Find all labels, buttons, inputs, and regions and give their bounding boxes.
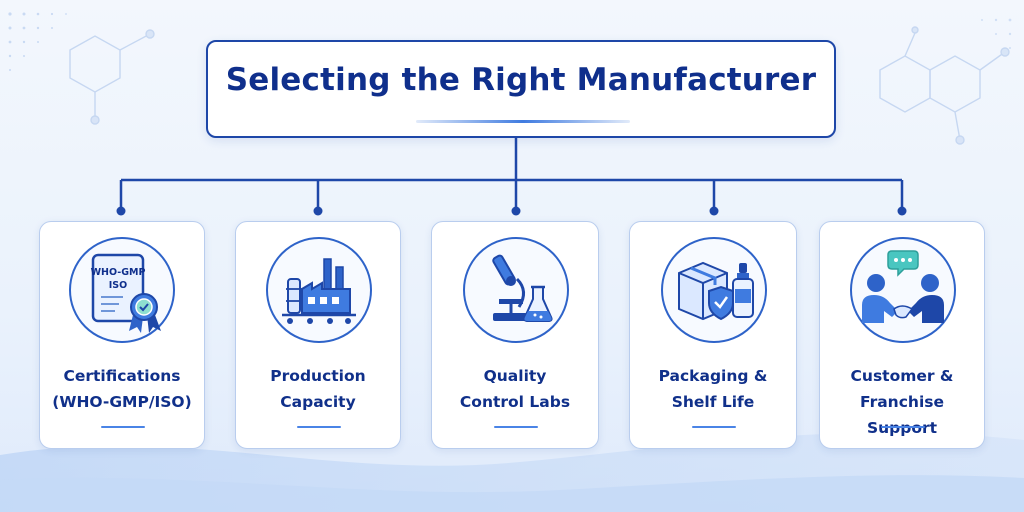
junction-dot-5 xyxy=(897,206,907,216)
card-underline xyxy=(297,426,341,428)
card-label-line1: Customer & xyxy=(850,367,954,385)
package-shield-icon xyxy=(678,261,754,321)
microscope-icon xyxy=(492,254,553,322)
factory-icon xyxy=(282,258,356,324)
handshake-icon xyxy=(862,250,944,323)
title-underline xyxy=(416,120,630,123)
card-production-capacity: Production Capacity xyxy=(235,221,401,449)
certificate-text-1: WHO-GMP xyxy=(91,267,146,278)
card-label-line1: Quality xyxy=(483,367,547,385)
certificate-text-2: ISO xyxy=(109,280,127,291)
icon-ring: WHO-GMP ISO xyxy=(69,237,175,343)
card-certifications: WHO-GMP ISO Certifications (WHO-GMP/ISO) xyxy=(39,221,205,449)
card-packaging-shelf-life: Packaging & Shelf Life xyxy=(629,221,797,449)
certificate-icon: WHO-GMP ISO xyxy=(91,253,161,333)
card-underline xyxy=(881,426,925,428)
card-quality-control-labs: Quality Control Labs xyxy=(431,221,599,449)
card-underline xyxy=(101,426,145,428)
card-label: Quality Control Labs xyxy=(436,363,594,415)
icon-ring xyxy=(463,237,569,343)
card-label: Production Capacity xyxy=(240,363,396,415)
card-label: Customer & Franchise Support xyxy=(824,363,980,441)
icon-ring xyxy=(850,237,956,343)
card-label-line1: Production xyxy=(270,367,366,385)
card-label-line2: (WHO-GMP/ISO) xyxy=(52,393,192,411)
title-box: Selecting the Right Manufacturer xyxy=(206,40,836,138)
card-customer-franchise-support: Customer & Franchise Support xyxy=(819,221,985,449)
molecule-decoration-left xyxy=(69,29,155,125)
bottom-wave-front xyxy=(0,475,1024,512)
card-label-line2: Control Labs xyxy=(459,393,571,411)
junction-dot-3 xyxy=(511,206,521,216)
page-title: Selecting the Right Manufacturer xyxy=(225,62,817,98)
card-label-line2: Franchise Support xyxy=(859,393,944,437)
card-label: Certifications (WHO-GMP/ISO) xyxy=(44,363,200,415)
dot-pattern xyxy=(8,12,67,71)
junction-dot-2 xyxy=(313,206,323,216)
card-label: Packaging & Shelf Life xyxy=(634,363,792,415)
card-label-line2: Capacity xyxy=(280,393,356,411)
junction-dot-4 xyxy=(709,206,719,216)
card-label-line1: Certifications xyxy=(63,367,181,385)
card-label-line1: Packaging & xyxy=(658,367,768,385)
card-underline xyxy=(692,426,736,428)
card-underline xyxy=(494,426,538,428)
molecule-decoration-right xyxy=(879,26,1010,145)
icon-ring xyxy=(266,237,372,343)
junction-dot-1 xyxy=(116,206,126,216)
card-label-line2: Shelf Life xyxy=(671,393,755,411)
dot-pattern-right xyxy=(981,18,1012,49)
icon-ring xyxy=(661,237,767,343)
